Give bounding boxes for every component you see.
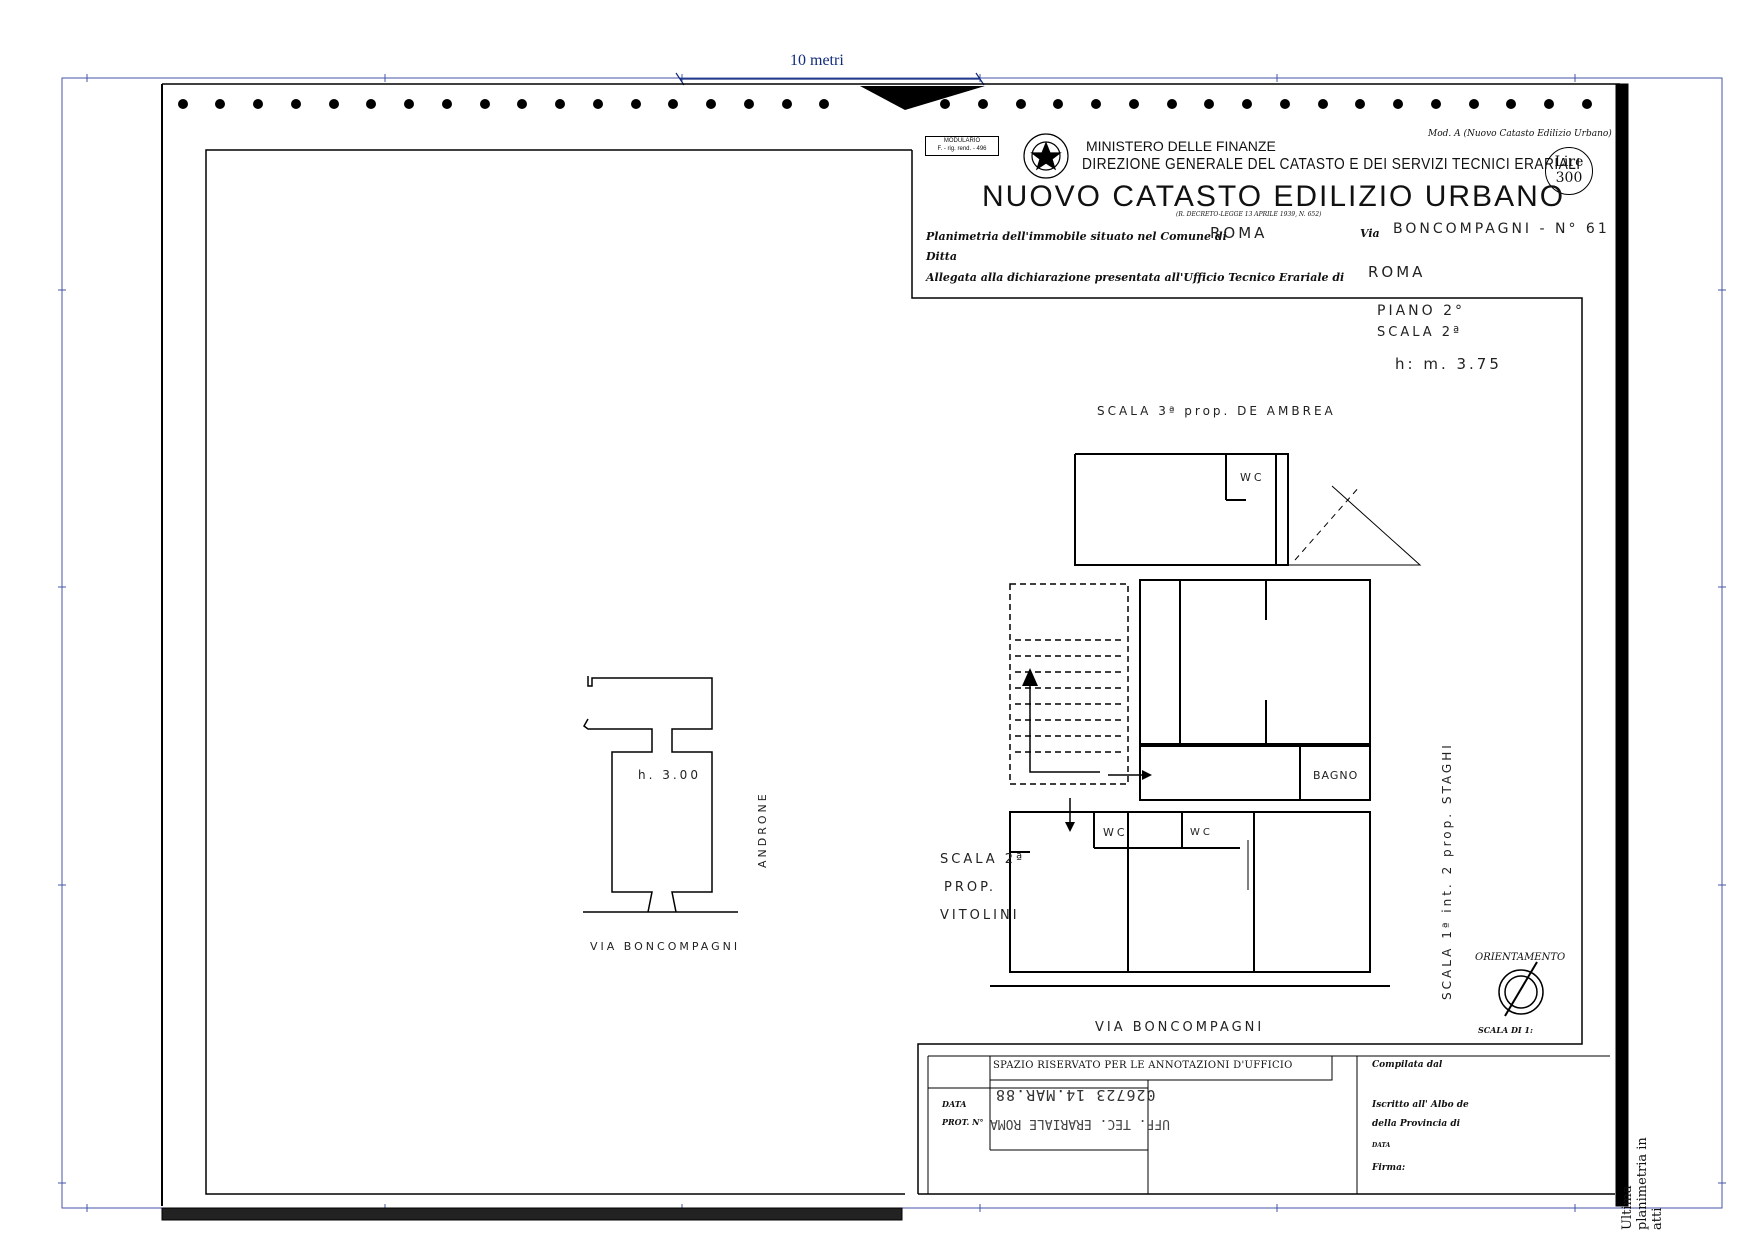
bagno-label: BAGNO (1313, 769, 1359, 782)
provincia-label: della Provincia di (1372, 1119, 1461, 1129)
ministero-heading: MINISTERO DELLE FINANZE (1086, 138, 1276, 154)
office-stamp: UFF. TEC. ERARIALE ROMA (990, 1116, 1171, 1131)
allegata-label: Allegata alla dichiarazione presentata a… (926, 271, 1345, 284)
orientamento-label: ORIENTAMENTO (1475, 952, 1566, 963)
spazio-heading: SPAZIO RISERVATO PER LE ANNOTAZIONI D'UF… (993, 1060, 1293, 1071)
via-label: Via (1360, 227, 1380, 240)
modulario-line1: MODULARIO (943, 138, 981, 144)
scala3-label: SCALA 3ª prop. DE AMBREA (1097, 404, 1336, 418)
iscritto-label: Iscritto all' Albo de (1372, 1100, 1469, 1110)
wc-label-top: WC (1240, 471, 1265, 484)
altezza-label: h: m. 3.75 (1395, 355, 1502, 373)
ufficio-value: ROMA (1368, 263, 1426, 281)
piano-label: PIANO 2° (1377, 303, 1465, 319)
scala2-line3: VITOLINI (940, 908, 1020, 923)
side-label: Ultima planimetria in atti (1620, 1137, 1665, 1230)
lire-stamp: Lire 300 (1545, 147, 1593, 195)
ditta-label: Ditta (926, 250, 958, 263)
androne-plan (583, 676, 738, 913)
scala2-line2: PROP. (944, 880, 997, 895)
decreto-note: (R. DECRETO-LEGGE 13 APRILE 1939, N. 652… (1176, 211, 1322, 218)
modulario-line2: F. - rig. rend. - 496 (937, 146, 987, 152)
comune-value: ROMA (1210, 224, 1268, 242)
data-label: DATA (942, 1099, 967, 1109)
lire-label: Lire (1554, 154, 1584, 170)
perforation-holes (178, 86, 1592, 110)
via-small-label: VIA BONCOMPAGNI (590, 940, 741, 953)
via-value: BONCOMPAGNI - N° 61 (1393, 221, 1610, 237)
wc-label-right: WC (1190, 827, 1213, 838)
modulario-box: MODULARIO F. - rig. rend. - 496 (925, 136, 999, 156)
firma-label: Firma: (1372, 1163, 1406, 1173)
androne-height-label: h. 3.00 (638, 768, 701, 782)
planimetria-label: Planimetria dell'immobile situato nel Co… (926, 230, 1227, 243)
direzione-heading: DIREZIONE GENERALE DEL CATASTO E DEI SER… (1082, 156, 1581, 173)
prot-label: PROT. N° (942, 1117, 984, 1127)
scala2-line1: SCALA 2ª (940, 852, 1026, 867)
emblem-icon (1023, 133, 1069, 179)
via-main-label: VIA BONCOMPAGNI (1095, 1020, 1265, 1035)
scale-bar (675, 72, 985, 86)
protocol-stamp: 026723 14.MAR.88 (995, 1086, 1156, 1104)
scala-label: SCALA 2ª (1377, 325, 1463, 340)
crop-frame (58, 74, 1726, 1212)
mod-label: Mod. A (Nuovo Catasto Edilizio Urbano) (1428, 129, 1612, 139)
lire-value: 300 (1555, 170, 1583, 186)
document-title: NUOVO CATASTO EDILIZIO URBANO (982, 180, 1566, 213)
scale-label: 10 metri (790, 52, 844, 69)
compass-icon (1498, 961, 1544, 1017)
androne-label: ANDRONE (756, 791, 769, 868)
scala-di-label: SCALA DI 1: (1478, 1025, 1533, 1035)
apartment-plan (990, 453, 1422, 987)
wc-label-left: WC (1103, 826, 1128, 839)
compilata-label: Compilata dal (1372, 1060, 1443, 1070)
data-small-label: DATA (1372, 1142, 1391, 1149)
scala1-label: SCALA 1ª int. 2 prop. STAGHI (1440, 742, 1454, 1000)
